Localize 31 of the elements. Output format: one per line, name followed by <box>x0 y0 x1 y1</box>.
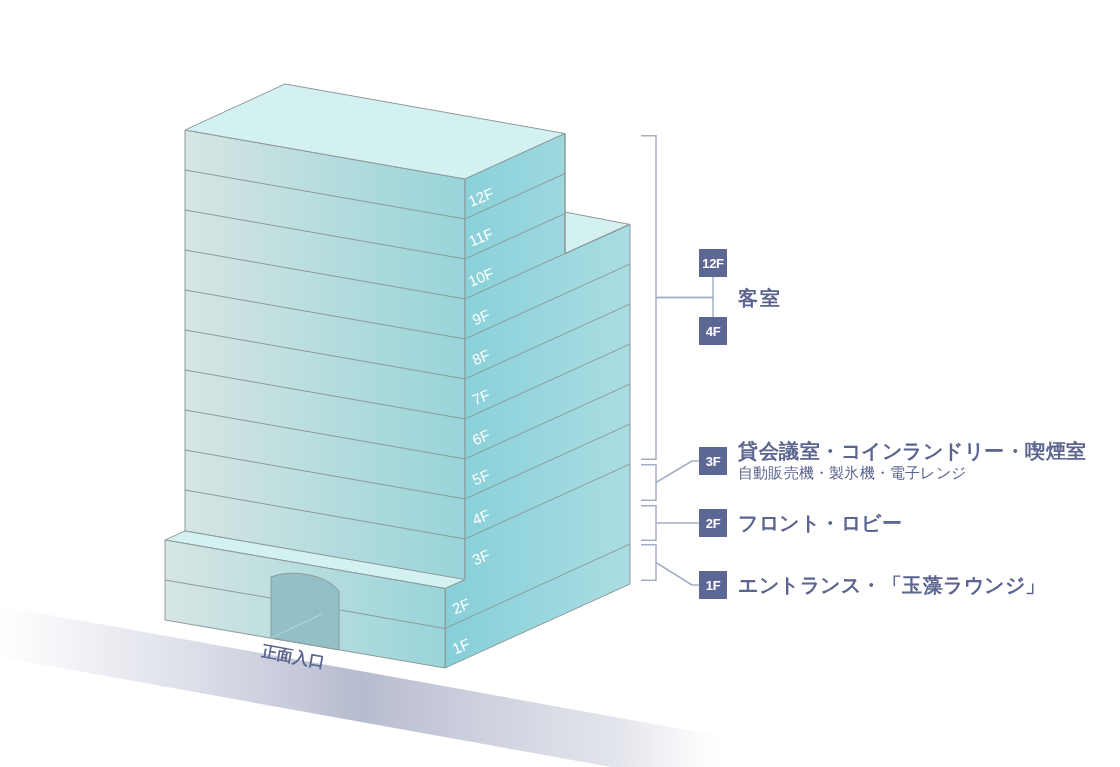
facility-label: 貸会議室・コインランドリー・喫煙室 <box>738 439 1087 463</box>
floor-range-bracket <box>640 464 657 501</box>
facility-label: エントランス・「玉藻ラウンジ」 <box>738 573 1046 597</box>
floor-number: 1F <box>450 635 472 657</box>
floor-number: 7F <box>470 386 492 408</box>
connector-line <box>655 296 714 318</box>
floor-number: 2F <box>450 595 472 617</box>
floor-range-bracket <box>640 544 657 581</box>
connector-line <box>655 561 700 586</box>
floor-badge: 12F <box>699 249 727 277</box>
floor-badge: 3F <box>699 447 727 475</box>
floor-number: 3F <box>470 546 492 568</box>
room-type-label: 客室 <box>738 288 781 308</box>
facility-label: フロント・ロビー <box>738 511 902 535</box>
floor-number: 10F <box>466 265 496 289</box>
floor-number: 5F <box>470 466 492 488</box>
entrance-label: 正面入口 <box>260 643 326 671</box>
connector-line <box>655 522 700 524</box>
floor-number: 6F <box>470 426 492 448</box>
floor-number: 9F <box>470 306 492 328</box>
floor-badge: 4F <box>699 317 727 345</box>
floor-number: 4F <box>470 506 492 528</box>
floor-number: 11F <box>466 225 496 249</box>
floor-badge: 1F <box>699 571 727 599</box>
floor-range-bracket <box>640 505 657 541</box>
floor-number: 12F <box>466 185 496 209</box>
floor-range-bracket <box>640 135 657 460</box>
floor-number: 8F <box>470 346 492 368</box>
connector-line <box>655 460 700 484</box>
facility-note: 自動販売機・製氷機・電子レンジ <box>738 463 967 483</box>
floor-badge: 2F <box>699 509 727 537</box>
